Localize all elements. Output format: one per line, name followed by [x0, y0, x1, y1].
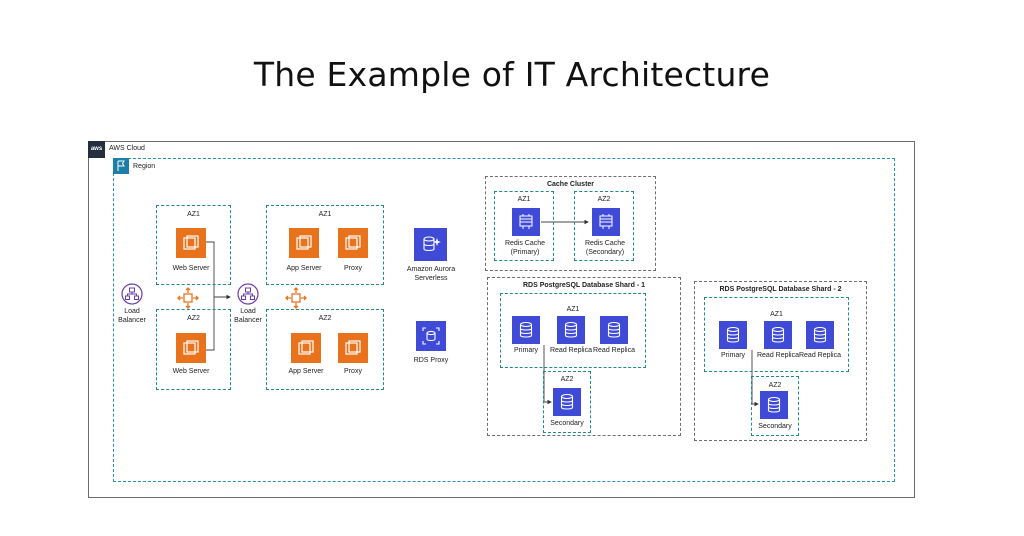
shard1-az2-box [543, 371, 591, 433]
app-server-az1-icon [289, 228, 319, 258]
shard1-az2-label: AZ2 [560, 376, 574, 383]
shard1-primary-label: Primary [513, 347, 539, 354]
shard2-read-replica-label: Read Replica [798, 352, 842, 359]
web-server-az2-icon [176, 333, 206, 363]
proxy-az2-icon [338, 333, 368, 363]
cache-az1-label: AZ1 [517, 196, 531, 203]
shard2-secondary-icon [760, 391, 788, 419]
shard2-read-replica-icon [764, 321, 792, 349]
cache-cluster-box [485, 176, 656, 271]
region-label: Region [133, 163, 156, 170]
shard1-az1-label: AZ1 [566, 306, 580, 313]
web-az1-box [156, 205, 231, 285]
aws-cloud-label: AWS Cloud [109, 145, 145, 152]
aws-cloud-container [88, 141, 915, 498]
app-server-az2-label: App Server [288, 368, 324, 375]
shard1-read-replica-icon [557, 316, 585, 344]
shard2-read-replica-label: Read Replica [756, 352, 800, 359]
shard2-read-replica-icon [806, 321, 834, 349]
app-az1-box [266, 205, 384, 285]
web-az1-label: AZ1 [187, 211, 200, 218]
rds-proxy-icon [416, 321, 446, 351]
page-title: The Example of IT Architecture [253, 55, 771, 94]
shard1-replication-connector [543, 345, 552, 405]
shard2-box [694, 281, 867, 441]
cache-cluster-title: Cache Cluster [546, 181, 595, 188]
app-az1-label: AZ1 [318, 211, 332, 218]
cache-az2-label: AZ2 [597, 196, 611, 203]
web-server-az1-icon [176, 228, 206, 258]
shard2-secondary-label: Secondary [758, 423, 792, 430]
shard2-replication-connector [751, 350, 759, 407]
aurora-serverless-label: Amazon Aurora Serverless [406, 266, 456, 282]
redis-secondary-label: Redis Cache (Secondary) [584, 240, 626, 256]
aurora-serverless-icon [414, 228, 447, 261]
cache-az2-box [574, 191, 634, 261]
web-server-az2-label: Web Server [172, 368, 210, 375]
auto-scaling-icon [177, 287, 199, 309]
shard1-title: RDS PostgreSQL Database Shard - 1 [522, 282, 646, 289]
shard2-az2-label: AZ2 [768, 382, 782, 389]
aws-logo-icon: aws [88, 141, 105, 158]
shard1-box [487, 277, 681, 436]
shard2-az1-box [704, 297, 849, 372]
redis-primary-label: Redis Cache (Primary) [504, 240, 546, 256]
web-az2-label: AZ2 [187, 315, 200, 322]
app-server-az1-label: App Server [286, 265, 322, 272]
shard1-secondary-icon [553, 388, 581, 416]
shard1-primary-icon [512, 316, 540, 344]
region-container [113, 158, 895, 482]
proxy-az2-label: Proxy [344, 368, 362, 375]
shard1-read-replica-icon [600, 316, 628, 344]
web-az2-box [156, 309, 231, 390]
load-balancer-label: Load Balancer [118, 308, 146, 324]
app-server-az2-icon [291, 333, 321, 363]
load-balancer-icon [121, 283, 143, 305]
proxy-az1-icon [338, 228, 368, 258]
redis-primary-icon [512, 208, 540, 236]
shard1-read-replica-label: Read Replica [592, 347, 636, 354]
auto-scaling-icon [285, 287, 307, 309]
rds-proxy-label: RDS Proxy [413, 357, 449, 364]
shard2-az1-label: AZ1 [770, 311, 783, 318]
shard2-az2-box [751, 376, 799, 436]
web-server-az1-label: Web Server [172, 265, 210, 272]
shard1-secondary-label: Secondary [550, 420, 584, 427]
proxy-az1-label: Proxy [344, 265, 362, 272]
load-balancer-label: Load Balancer [234, 308, 262, 324]
web-to-lb-connector [200, 241, 230, 351]
app-az2-box [266, 309, 384, 390]
shard2-title: RDS PostgreSQL Database Shard - 2 [719, 286, 842, 293]
shard1-read-replica-label: Read Replica [549, 347, 593, 354]
shard2-primary-label: Primary [720, 352, 746, 359]
cache-az1-box [494, 191, 554, 261]
redis-secondary-icon [592, 208, 620, 236]
app-az2-label: AZ2 [318, 315, 332, 322]
load-balancer-icon [237, 283, 259, 305]
shard2-primary-icon [719, 321, 747, 349]
region-flag-icon [113, 158, 129, 174]
shard1-az1-box [500, 293, 646, 368]
